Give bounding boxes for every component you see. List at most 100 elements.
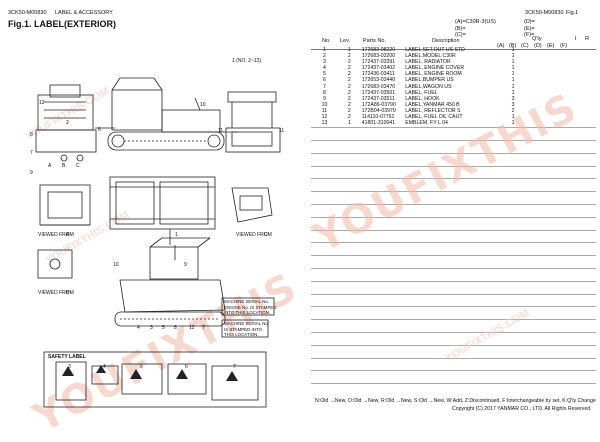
safety-num-5: 5 xyxy=(140,364,143,370)
top-view-machine xyxy=(109,176,216,245)
callout-bottom-4: 5 xyxy=(162,325,165,331)
blank-row-rule xyxy=(311,293,596,295)
cell-lev: 1 xyxy=(347,47,351,53)
blank-row-rule xyxy=(311,268,596,270)
cell-lev: 2 xyxy=(347,101,351,108)
cell-no: 8 xyxy=(323,89,326,96)
callout-bottom-3: 3 xyxy=(150,325,153,331)
cell-qty: 1 xyxy=(511,120,515,127)
blank-row-rule xyxy=(311,383,596,385)
blank-row-rule xyxy=(311,152,596,154)
cell-parts-no: 172437-03391 xyxy=(361,59,396,66)
view-letter-1: A xyxy=(66,232,70,238)
view-c-machine xyxy=(231,187,273,223)
cell-desc: LABEL,WAGON US xyxy=(405,83,452,90)
blank-row-rule xyxy=(311,280,596,282)
doc-code-left: 3CK50-M00830 xyxy=(8,10,47,16)
col-qty-e: (E) xyxy=(547,43,555,49)
cell-parts-no: 172A86-03790 xyxy=(361,101,396,108)
cell-no: 3 xyxy=(323,59,326,66)
blank-row-rule xyxy=(311,140,596,142)
cell-no: 4 xyxy=(323,65,326,72)
cell-desc: LABEL, ENGINE ROOM xyxy=(405,71,462,78)
cell-empty xyxy=(585,120,596,126)
callout-left-3: 9 xyxy=(30,170,33,176)
callout-bottom-5: 8 xyxy=(174,325,177,331)
cell-no: 2 xyxy=(323,53,326,60)
col-qty: Q'ty xyxy=(532,36,542,42)
cell-lev: 2 xyxy=(347,77,351,84)
cell-parts-no: 172437-03511 xyxy=(361,95,395,102)
cell-qty: 1 xyxy=(511,83,515,90)
cell-desc: LABEL, REFLECTOR S xyxy=(405,107,461,114)
blank-row-rule xyxy=(311,165,596,167)
figure-title: Fig.1. LABEL(EXTERIOR) xyxy=(8,19,116,29)
cell-lev: 2 xyxy=(347,53,351,60)
model-legend-f: (F)= xyxy=(524,32,535,38)
callout-left-2: 7 xyxy=(30,150,33,156)
model-legend-2: (D)= (E)= (F)= xyxy=(524,19,535,39)
safety-label-title: SAFETY LABEL xyxy=(48,354,86,360)
serial-note-2: MACHINE SERIAL No. IS STAMPED INTO THIS … xyxy=(224,321,269,338)
callout-top-1: 12 xyxy=(39,100,45,106)
exterior-label-diagram xyxy=(35,77,281,408)
copyright: Copyright (C) 2017 YANMAR CO., LTD. All … xyxy=(452,406,592,412)
blank-row-rule xyxy=(311,319,596,321)
cell-no: 9 xyxy=(323,95,326,102)
cell-no: 10 xyxy=(321,101,328,108)
cell-desc: LABEL, FUEL xyxy=(405,89,438,96)
cell-desc: LABEL,MODEL C30R xyxy=(405,53,456,60)
front-view-right xyxy=(225,91,281,153)
cell-parts-no: 172B04-03970 xyxy=(361,107,396,114)
col-qty-b: (B) xyxy=(509,43,517,49)
blank-row-rule xyxy=(311,332,596,334)
serial-note-1-line-3: INTO THIS LOCATION. xyxy=(224,310,271,315)
cell-qty: 1 xyxy=(511,114,515,121)
cell-qty: 2 xyxy=(511,107,515,114)
col-qty-d: (D) xyxy=(534,43,542,49)
cell-lev: 2 xyxy=(347,71,351,78)
cell-parts-no: 114110-07761 xyxy=(361,114,395,121)
cell-qty: 1 xyxy=(511,59,515,66)
col-lev: Lev. xyxy=(340,38,350,44)
safety-num-6: 6 xyxy=(185,364,188,370)
model-legend-d: (D)= xyxy=(524,19,535,25)
cell-lev: 2 xyxy=(347,83,351,90)
cell-parts-no: 172683-08220 xyxy=(361,47,396,53)
callout-left-1: 8 xyxy=(30,132,33,138)
cell-qty: 1 xyxy=(511,77,515,84)
blank-row-rule xyxy=(311,344,596,346)
blank-row-rule xyxy=(311,370,596,372)
rear-view-left xyxy=(35,84,97,162)
blank-row-rule xyxy=(311,191,596,193)
view-label-1: VIEWED FROM xyxy=(38,232,74,238)
callout-left-4: 2 xyxy=(66,120,69,126)
callout-bottom-1: 10 xyxy=(113,262,119,268)
callout-left-5: 1 xyxy=(175,232,178,238)
cell-parts-no: 172683-03470 xyxy=(361,83,396,90)
cell-parts-no: 172683-03200 xyxy=(361,53,396,60)
serial-note-box-1 xyxy=(221,297,275,316)
serial-note-2-line-3: THIS LOCATION. xyxy=(224,332,259,337)
cell-qty: 1 xyxy=(511,71,515,78)
callout-range: 1 (NO. 2~12) xyxy=(232,58,262,64)
fig-ref-right: Fig.1 xyxy=(566,10,579,16)
cell-parts-no: 172437-03402 xyxy=(361,65,396,72)
cell-desc: LABEL, HOOK xyxy=(405,95,440,102)
cell-desc: LABEL SET,OUT US STD xyxy=(405,47,465,53)
blank-row-rule xyxy=(311,242,596,244)
cell-lev: 2 xyxy=(347,89,351,96)
circle-letter-b: B xyxy=(62,163,66,169)
col-parts-no: Parts No. xyxy=(363,38,386,44)
cell-no: 13 xyxy=(321,120,328,127)
serial-note-2-line-1: MACHINE SERIAL No. xyxy=(224,321,269,326)
